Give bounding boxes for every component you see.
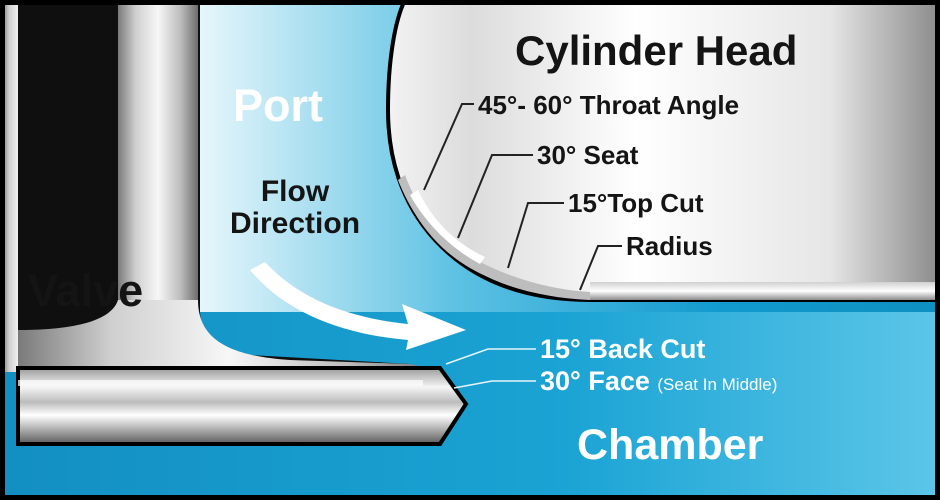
seat-label: 30° Seat (537, 140, 639, 170)
top-cut-label: 15°Top Cut (568, 188, 704, 218)
radius-label: Radius (626, 231, 713, 261)
leader-back-cut (445, 348, 536, 365)
flow-label-line2: Direction (230, 207, 361, 240)
valve-stem (118, 0, 198, 330)
leader-radius (579, 245, 622, 291)
cylinder-head-label: Cylinder Head (515, 27, 798, 74)
leader-top-cut (507, 202, 564, 269)
port-area (200, 0, 940, 312)
flow-direction-label: Flow Direction (230, 176, 360, 240)
seat-bands (398, 175, 590, 300)
port-label: Port (233, 80, 323, 131)
leader-seat (457, 154, 533, 239)
valve-fillet (18, 300, 440, 370)
face-label-main: 30° Face (540, 366, 650, 396)
flow-label-line1: Flow (260, 175, 330, 208)
throat-angle-label: 45°- 60° Throat Angle (478, 90, 740, 120)
head-deck-band (590, 282, 940, 300)
leader-face (453, 380, 536, 389)
valve-head (16, 366, 469, 446)
back-cut-label: 15° Back Cut (540, 334, 706, 364)
port-wall-outline (0, 0, 410, 372)
leader-throat (423, 103, 474, 191)
flow-arrow (250, 262, 466, 350)
valve-label: Valve (28, 265, 144, 316)
chamber-label: Chamber (577, 421, 764, 469)
face-label: 30° Face (Seat In Middle) (540, 368, 777, 395)
seat-highlight (410, 190, 485, 264)
face-label-note: (Seat In Middle) (657, 375, 778, 394)
valve-face-highlight (18, 380, 423, 386)
